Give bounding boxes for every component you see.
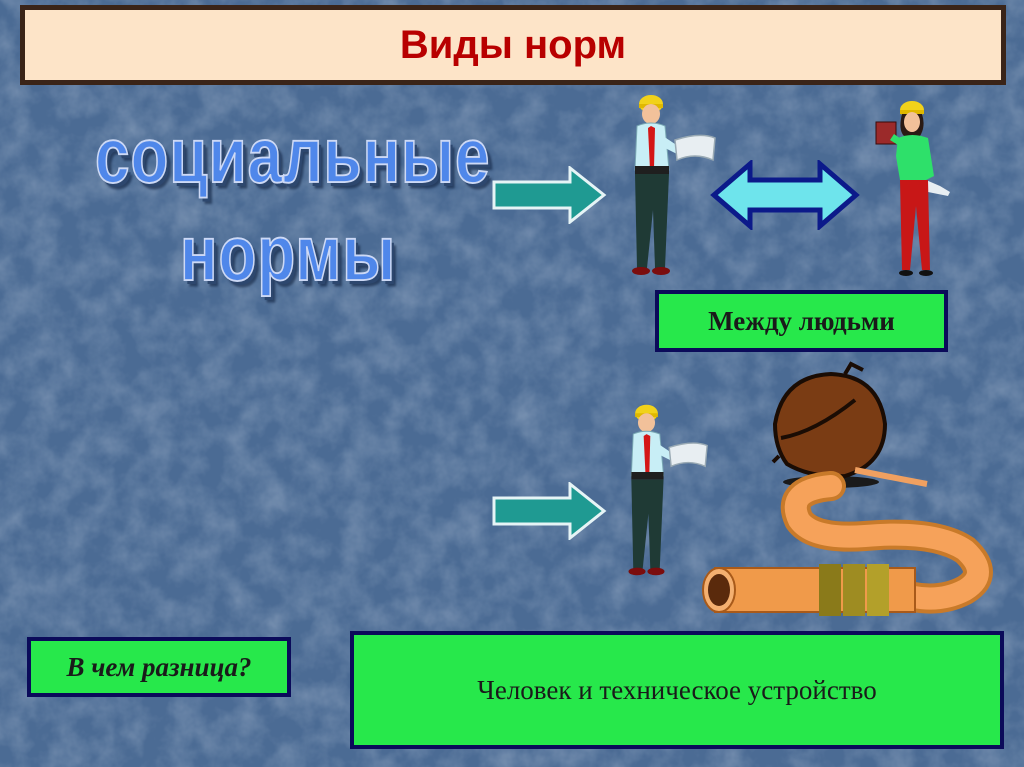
between-people-box: Между людьми	[655, 290, 948, 352]
question-box: В чем разница?	[27, 637, 291, 697]
title-banner: Виды норм	[20, 5, 1006, 85]
worker-man-icon	[632, 95, 716, 275]
pipe-tank-icon	[702, 361, 993, 616]
worker-woman-icon	[875, 101, 950, 276]
double-arrow-icon	[710, 160, 860, 230]
human-device-box: Человек и техническое устройство	[350, 631, 1004, 749]
page-title: Виды норм	[399, 22, 627, 67]
worker-man-icon	[628, 404, 708, 576]
right-arrow-icon	[492, 482, 607, 540]
right-arrow-icon	[492, 166, 607, 224]
wordart-norms: нормы	[179, 210, 397, 298]
wordart-social: социальные	[94, 112, 491, 200]
